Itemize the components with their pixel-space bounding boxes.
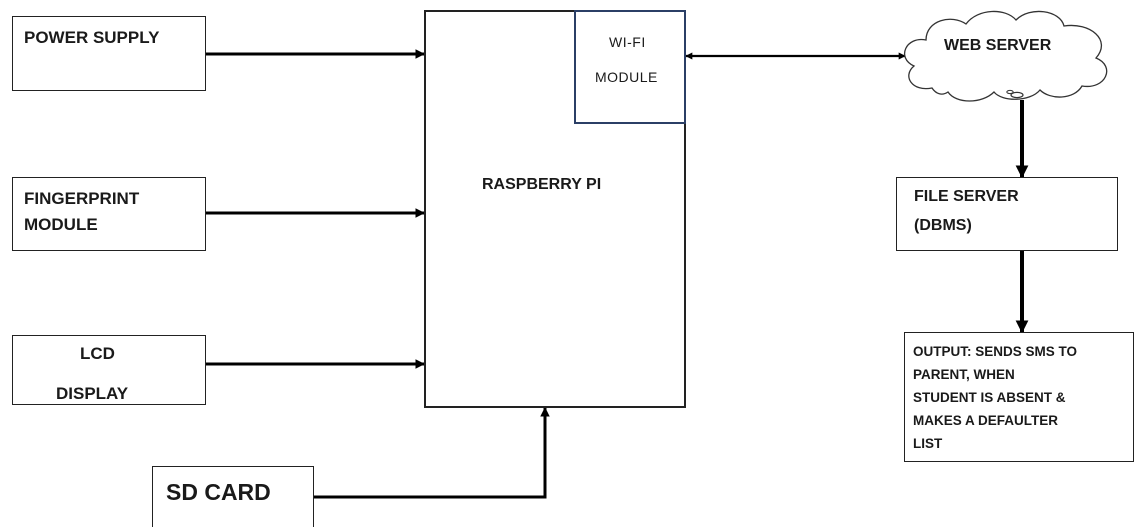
lcd-display-block: LCD DISPLAY <box>12 335 206 405</box>
fingerprint-module-block: FINGERPRINT MODULE <box>12 177 206 251</box>
output-block: OUTPUT: SENDS SMS TO PARENT, WHEN STUDEN… <box>904 332 1134 462</box>
file-server-label-line2: (DBMS) <box>914 217 972 234</box>
output-line4: MAKES A DEFAULTER <box>913 413 1058 428</box>
output-line2: PARENT, WHEN <box>913 367 1015 382</box>
output-line5: LIST <box>913 436 943 451</box>
web-server-label: WEB SERVER <box>944 37 1052 54</box>
file-server-block: FILE SERVER (DBMS) <box>896 177 1118 251</box>
raspberry-pi-label: RASPBERRY PI <box>482 176 602 193</box>
lcd-label-line1: LCD <box>80 344 115 363</box>
output-line1: OUTPUT: SENDS SMS TO <box>913 344 1078 359</box>
wifi-label-line2: MODULE <box>595 69 658 85</box>
power-supply-label: POWER SUPPLY <box>24 28 160 47</box>
lcd-label-line2: DISPLAY <box>56 384 129 403</box>
cloud-shape <box>904 10 1108 102</box>
wifi-label-line1: WI-FI <box>609 34 646 50</box>
sd-card-label: SD CARD <box>166 479 271 505</box>
fingerprint-label-line2: MODULE <box>24 215 98 234</box>
file-server-label-line1: FILE SERVER <box>914 188 1019 205</box>
output-line3: STUDENT IS ABSENT & <box>913 390 1066 405</box>
fingerprint-label-line1: FINGERPRINT <box>24 189 140 208</box>
arrow-sdcard-to-pi <box>314 407 550 499</box>
power-supply-block: POWER SUPPLY <box>12 16 206 91</box>
wifi-module-block: WI-FI MODULE <box>574 10 686 124</box>
sd-card-block: SD CARD <box>152 466 314 527</box>
